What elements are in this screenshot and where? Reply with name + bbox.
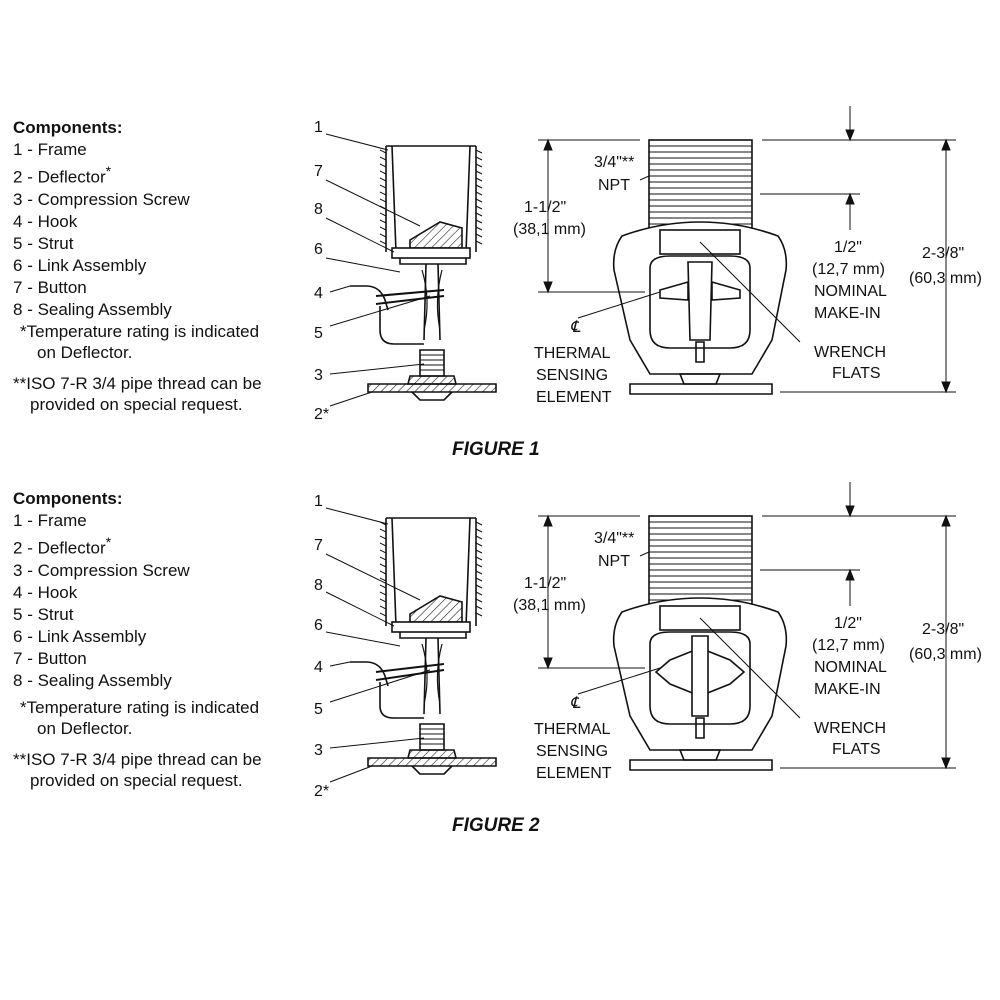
make-in-dimension: 1/2": [834, 615, 862, 632]
height-dimension: 1-1/2": [524, 199, 566, 216]
component-item: 1 - Frame: [13, 511, 87, 530]
component-item: 8 - Sealing Assembly: [13, 299, 172, 319]
callout-2: 2*: [314, 406, 329, 423]
dimension-labels: 3/4"** NPT 1-1/2" (38,1 mm) 2-3/8" (60,3…: [513, 154, 982, 406]
make-in-dimension: (12,7 mm): [812, 261, 885, 278]
make-in-dimension: NOMINAL: [814, 659, 887, 676]
overall-height-dimension: (60,3 mm): [909, 270, 982, 287]
component-item: 4 - Hook: [13, 582, 78, 602]
component-item: 7 - Button: [13, 277, 87, 297]
make-in-dimension: MAKE-IN: [814, 681, 881, 698]
figure-1-drawing: 1 7 8 6 4 5 3 2*: [314, 106, 982, 423]
thermal-element-label: THERMAL: [534, 721, 611, 738]
callout-8: 8: [314, 577, 323, 594]
make-in-dimension: (12,7 mm): [812, 637, 885, 654]
components-title: Components:: [13, 118, 123, 137]
callout-7: 7: [314, 163, 323, 180]
components-list: Components: 1 - Frame 2 - Deflector* 3 -…: [13, 117, 190, 321]
component-item: 5 - Strut: [13, 233, 74, 253]
overall-height-dimension: (60,3 mm): [909, 646, 982, 663]
npt-label: NPT: [598, 177, 630, 194]
make-in-dimension: MAKE-IN: [814, 305, 881, 322]
thermal-element-label: SENSING: [536, 367, 608, 384]
callout-1: 1: [314, 119, 323, 136]
height-dimension: 1-1/2": [524, 575, 566, 592]
component-item: 6 - Link Assembly: [13, 255, 147, 275]
callout-1: 1: [314, 493, 323, 510]
thermal-element-label: ELEMENT: [536, 389, 612, 406]
dimension-labels: 3/4"** NPT 1-1/2" (38,1 mm) 2-3/8" (60,3…: [513, 530, 982, 782]
wrench-flats-label: FLATS: [832, 741, 881, 758]
component-item: 4 - Hook: [13, 211, 78, 231]
figure-caption: FIGURE 1: [452, 439, 540, 460]
components-list: Components: 1 - Frame 2 - Deflector* 3 -…: [13, 488, 190, 692]
callout-3: 3: [314, 367, 323, 384]
overall-height-dimension: 2-3/8": [922, 621, 964, 638]
component-item: 7 - Button: [13, 648, 87, 668]
height-dimension: (38,1 mm): [513, 221, 586, 238]
component-item: 6 - Link Assembly: [13, 626, 147, 646]
callout-6: 6: [314, 241, 323, 258]
component-item: 8 - Sealing Assembly: [13, 670, 172, 690]
elevation-view: [538, 106, 956, 395]
callout-5: 5: [314, 325, 323, 342]
thermal-element-label: THERMAL: [534, 345, 611, 362]
callout-4: 4: [314, 285, 323, 302]
wrench-flats-label: WRENCH: [814, 344, 886, 361]
centerline-symbol: ℄: [570, 695, 581, 712]
callout-8: 8: [314, 201, 323, 218]
callout-4: 4: [314, 659, 323, 676]
callout-6: 6: [314, 617, 323, 634]
sectional-view: [325, 507, 497, 783]
component-item: 3 - Compression Screw: [13, 189, 190, 209]
centerline-symbol: ℄: [570, 319, 581, 336]
figure-2-drawing: 1 7 8 6 4 5 3 2*: [314, 482, 982, 800]
component-item: 3 - Compression Screw: [13, 560, 190, 580]
callout-labels: 1 7 8 6 4 5 3 2*: [314, 119, 329, 423]
component-item: 2 - Deflector*: [13, 164, 112, 187]
npt-label: 3/4"**: [594, 154, 634, 171]
callout-5: 5: [314, 701, 323, 718]
component-item: 2 - Deflector*: [13, 535, 112, 558]
overall-height-dimension: 2-3/8": [922, 245, 964, 262]
callout-labels: 1 7 8 6 4 5 3 2*: [314, 493, 329, 800]
make-in-dimension: 1/2": [834, 239, 862, 256]
callout-3: 3: [314, 742, 323, 759]
elevation-view: [538, 482, 956, 771]
component-item: 5 - Strut: [13, 604, 74, 624]
thermal-element-label: SENSING: [536, 743, 608, 760]
height-dimension: (38,1 mm): [513, 597, 586, 614]
make-in-dimension: NOMINAL: [814, 283, 887, 300]
npt-label: NPT: [598, 553, 630, 570]
thermal-element-label: ELEMENT: [536, 765, 612, 782]
sectional-view: [325, 133, 497, 407]
components-title: Components:: [13, 489, 123, 508]
figure-caption: FIGURE 2: [452, 815, 540, 836]
callout-7: 7: [314, 537, 323, 554]
callout-2: 2*: [314, 783, 329, 800]
npt-label: 3/4"**: [594, 530, 634, 547]
component-item: 1 - Frame: [13, 140, 87, 159]
wrench-flats-label: FLATS: [832, 365, 881, 382]
wrench-flats-label: WRENCH: [814, 720, 886, 737]
